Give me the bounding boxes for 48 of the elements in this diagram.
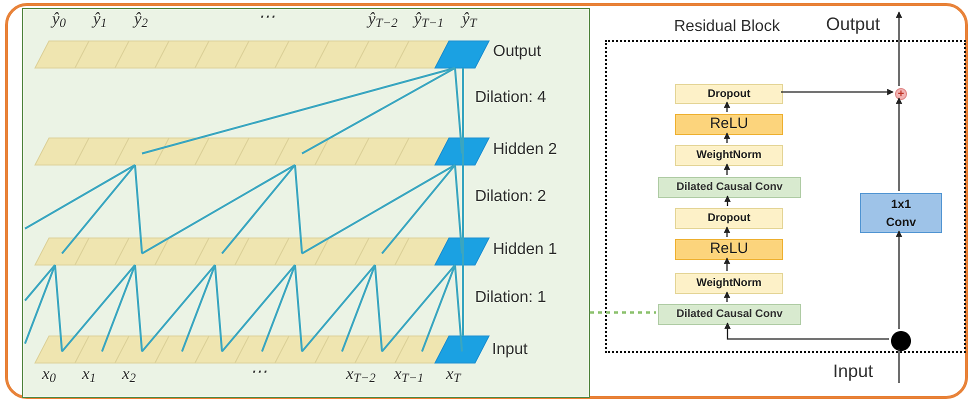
arrow xyxy=(724,291,730,302)
arrow xyxy=(724,101,730,112)
arrow xyxy=(896,97,902,191)
arrow xyxy=(724,322,889,340)
layer-label: Hidden 1 xyxy=(493,240,558,260)
layer-label: Hidden 2 xyxy=(493,140,558,160)
network-panel xyxy=(22,8,590,398)
arrow xyxy=(724,195,731,206)
layer-label: Dilation: 2 xyxy=(475,187,546,207)
layer-box: ReLU xyxy=(675,239,783,260)
block-title: Residual Block xyxy=(674,17,780,37)
math-symbol: x$_{1}$ xyxy=(82,365,96,382)
arrow xyxy=(896,11,902,86)
layer-label: Dilation: 4 xyxy=(475,88,546,108)
math-symbol: ⋯ xyxy=(258,8,275,25)
layer-box: WeightNorm xyxy=(675,145,783,166)
arrow xyxy=(724,163,730,175)
math-symbol: x$_{T−1}$ xyxy=(394,365,424,382)
math-symbol: x$_{2}$ xyxy=(122,365,136,382)
math-symbol: ŷ$_{1}$ xyxy=(93,10,107,27)
math-symbol: ŷ$_{T−2}$ xyxy=(368,10,398,27)
layer-label: Output xyxy=(493,42,542,62)
arrow xyxy=(724,226,730,237)
arrow xyxy=(724,257,730,271)
io-label: Output xyxy=(826,12,902,36)
math-symbol: ŷ$_{2}$ xyxy=(134,10,148,27)
math-symbol: ŷ$_{0}$ xyxy=(52,10,66,27)
connector-line xyxy=(898,349,900,383)
math-symbol: ŷ$_{T−1}$ xyxy=(414,10,444,27)
layer-label: Dilation: 1 xyxy=(475,288,546,308)
layer-box: Dropout xyxy=(675,84,783,104)
layer-label: Input xyxy=(492,340,528,360)
arrow xyxy=(896,230,902,329)
math-symbol: ⋯ xyxy=(250,363,267,380)
math-symbol: x$_{T−2}$ xyxy=(346,365,376,382)
layer-box: Dilated Causal Conv xyxy=(658,177,801,198)
math-symbol: x$_{T}$ xyxy=(446,365,461,382)
layer-box: Dropout xyxy=(675,208,783,229)
layer-box: ReLU xyxy=(675,114,783,135)
conv-box: 1x1 Conv xyxy=(860,193,942,233)
math-symbol: ŷ$_{T}$ xyxy=(462,10,477,27)
io-label: Input xyxy=(833,359,903,383)
layer-box: Dilated Causal Conv xyxy=(658,304,801,325)
arrow xyxy=(781,88,894,96)
layer-box: WeightNorm xyxy=(675,273,783,294)
connector-line xyxy=(590,311,656,314)
math-symbol: x$_{0}$ xyxy=(42,365,56,382)
arrow xyxy=(724,132,730,143)
